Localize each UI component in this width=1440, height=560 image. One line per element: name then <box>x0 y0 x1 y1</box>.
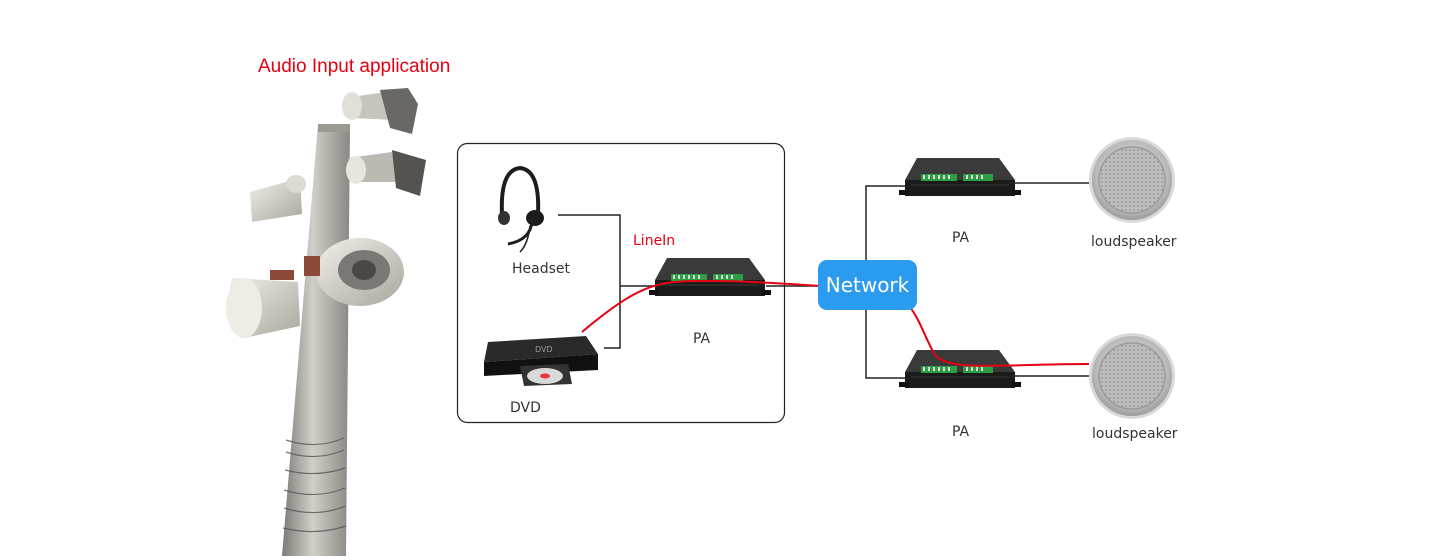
svg-text:DVD: DVD <box>535 345 553 354</box>
headset-icon <box>498 165 544 253</box>
speaker-bottom-label: loudspeaker <box>1092 426 1178 442</box>
diagram-title: Audio Input application <box>258 56 451 77</box>
headset-label: Headset <box>512 261 571 277</box>
pa-amplifier-icon <box>899 158 1021 196</box>
ceiling-speaker-icon <box>1088 136 1176 224</box>
pa-amplifier-icon <box>899 350 1021 388</box>
network-label: Network <box>825 273 910 297</box>
pole-with-horn-speakers-image <box>226 88 426 556</box>
pa-amplifier-icon <box>649 258 771 296</box>
speaker-top-label: loudspeaker <box>1091 234 1177 250</box>
pa-center-label: PA <box>693 331 711 347</box>
linein-label: LineIn <box>633 233 676 249</box>
pa-top-label: PA <box>952 230 970 246</box>
network-node: Network <box>818 260 917 310</box>
dvd-player-icon: DVD <box>484 336 598 386</box>
ceiling-speaker-icon <box>1088 332 1176 420</box>
dvd-label: DVD <box>510 400 541 416</box>
pa-bottom-label: PA <box>952 424 970 440</box>
